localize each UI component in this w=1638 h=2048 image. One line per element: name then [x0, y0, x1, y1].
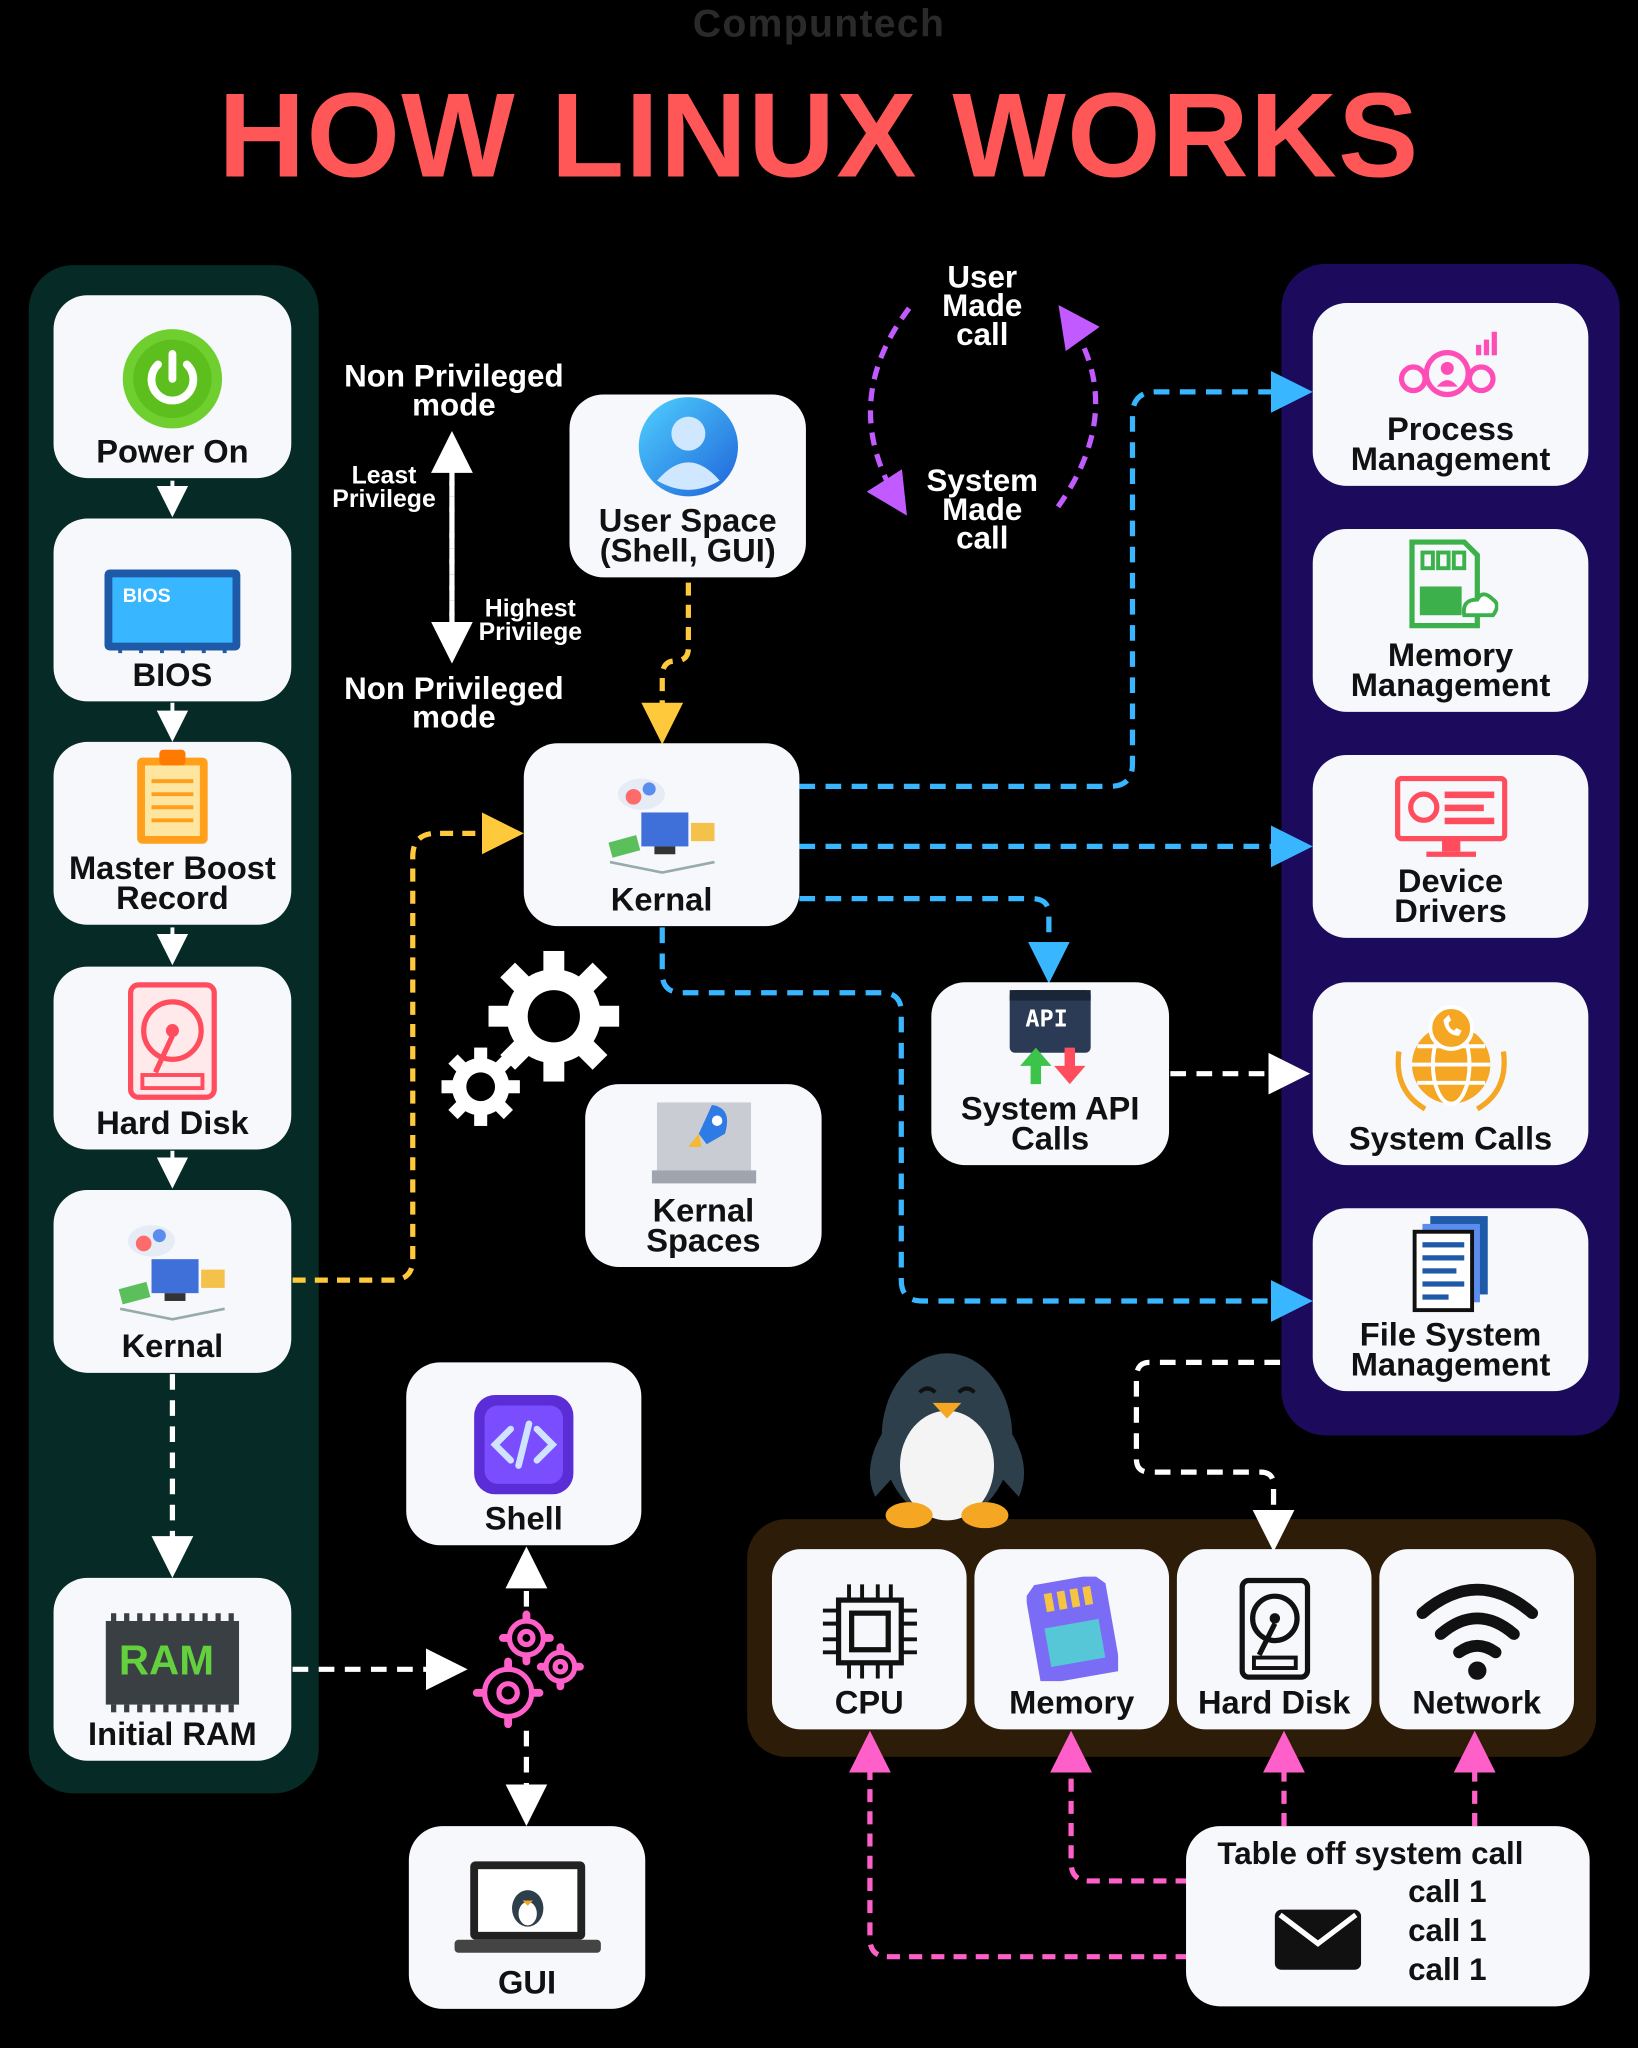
non-privileged-mode-top: Non Privileged mode [344, 359, 564, 424]
bios-chip-text: BIOS [122, 585, 171, 608]
initial-ram-card: RAM Initial RAM [53, 1577, 292, 1761]
pink-gears-icon [472, 1610, 584, 1729]
mbr-card: Master Boost Record [53, 741, 292, 925]
process-management-icon [1394, 329, 1506, 407]
api-icon: API [1007, 987, 1093, 1086]
syscall-table-title: Table off system call [1217, 1836, 1524, 1872]
system-made-call-label: System Made call [926, 463, 1039, 557]
system-calls-icon [1385, 999, 1516, 1117]
hard-disk-label: Hard Disk [1197, 1684, 1351, 1722]
syscall-entry: call 1 [1408, 1874, 1487, 1910]
user-avatar-icon [635, 394, 739, 498]
laptop-penguin-icon [449, 1856, 606, 1960]
page-title: HOW LINUX WORKS [218, 69, 1420, 203]
envelope-icon [1274, 1909, 1362, 1970]
watermark: Compuntech [692, 2, 946, 46]
kernal-label: Kernal [610, 881, 713, 919]
memory-management-icon [1404, 539, 1498, 633]
bios-chip-icon: BIOS [102, 567, 243, 654]
gui-label: GUI [498, 1964, 557, 2002]
power-on-label: Power On [96, 433, 249, 471]
network-card: Network [1379, 1549, 1574, 1730]
ram-chip-icon: RAM [103, 1613, 241, 1713]
wifi-icon [1414, 1582, 1539, 1681]
system-api-label: System API Calls [960, 1090, 1140, 1158]
cpu-icon [820, 1582, 919, 1681]
device-drivers-icon [1394, 775, 1507, 860]
network-label: Network [1412, 1684, 1542, 1722]
tux-penguin-icon [869, 1353, 1025, 1529]
non-privileged-mode-bottom: Non Privileged mode [344, 671, 564, 736]
syscall-entry: call 1 [1408, 1913, 1487, 1949]
kernal-spaces-card: Kernal Spaces [585, 1084, 822, 1268]
mbr-label: Master Boost Record [68, 850, 276, 917]
least-privilege-label: Least Privilege [332, 462, 436, 514]
power-icon [121, 328, 223, 430]
power-on-card: Power On [53, 295, 292, 479]
gui-card: GUI [408, 1826, 646, 2009]
kernal-card: Kernal [523, 743, 800, 927]
user-space-card: User Space (Shell, GUI) [569, 394, 806, 578]
user-space-label: User Space (Shell, GUI) [598, 502, 777, 570]
rocket-laptop-icon [651, 1095, 756, 1189]
memory-card-icon [1026, 1576, 1118, 1682]
memory-label: Memory [1009, 1684, 1135, 1722]
memory-management-card: Memory Management [1312, 529, 1589, 712]
kernel-network-icon [602, 771, 722, 878]
user-made-call-label: User Made call [942, 259, 1023, 353]
shell-label: Shell [484, 1500, 563, 1538]
kernal-spaces-label: Kernal Spaces [646, 1192, 761, 1260]
kernal-boot-card: Kernal [53, 1189, 292, 1373]
bios-card: BIOS BIOS [53, 518, 292, 702]
hard-disk-card: Hard Disk [1176, 1549, 1372, 1730]
system-calls-label: System Calls [1348, 1120, 1553, 1158]
process-management-label: Process Management [1350, 411, 1551, 479]
api-text: API [1025, 1005, 1068, 1034]
hard-disk-boot-card: Hard Disk [53, 966, 292, 1150]
gears-icon [441, 950, 620, 1126]
initial-ram-label: Initial RAM [88, 1716, 257, 1753]
process-management-card: Process Management [1312, 303, 1589, 486]
file-system-icon [1411, 1213, 1489, 1313]
kernal-boot-label: Kernal [121, 1328, 224, 1365]
code-icon [472, 1392, 576, 1496]
highest-privilege-label: Highest Privilege [478, 595, 583, 647]
bios-label: BIOS [132, 657, 213, 694]
clipboard-icon [133, 747, 211, 846]
system-calls-card: System Calls [1312, 982, 1589, 1166]
hard-disk-icon [127, 981, 218, 1101]
memory-management-label: Memory Management [1350, 637, 1551, 705]
cpu-label: CPU [834, 1684, 904, 1722]
cpu-card: CPU [771, 1549, 967, 1730]
kernel-network-icon [112, 1217, 232, 1324]
ram-chip-text: RAM [118, 1636, 215, 1684]
device-drivers-label: Device Drivers [1394, 863, 1507, 931]
device-drivers-card: Device Drivers [1312, 754, 1589, 938]
memory-card: Memory [974, 1549, 1170, 1730]
syscall-list: call 1 call 1 call 1 [1408, 1873, 1486, 1991]
syscall-table-card: Table off system call call 1 call 1 call… [1186, 1826, 1590, 2007]
file-system-management-card: File System Management [1312, 1208, 1589, 1392]
syscall-entry: call 1 [1408, 1952, 1487, 1989]
file-system-management-label: File System Management [1350, 1316, 1551, 1384]
hard-disk-icon [1238, 1577, 1311, 1681]
system-api-card: API System API Calls [931, 982, 1170, 1166]
hard-disk-boot-label: Hard Disk [96, 1105, 249, 1142]
shell-card: Shell [406, 1362, 642, 1546]
